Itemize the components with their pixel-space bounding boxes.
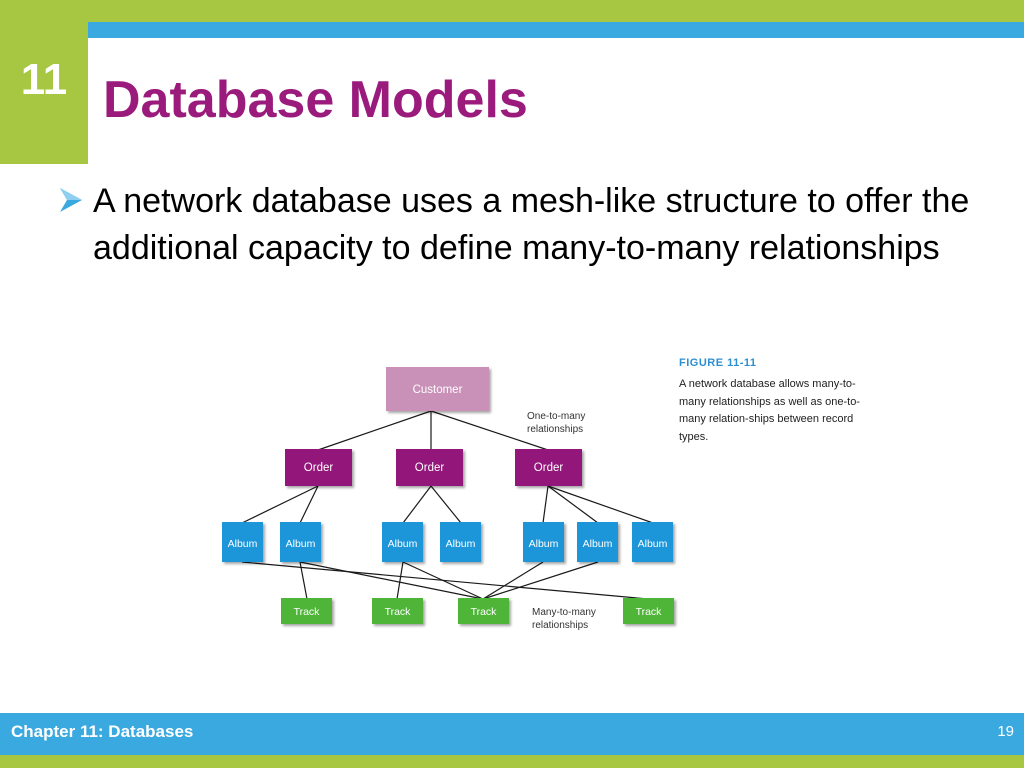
many-to-many-annotation: relationships — [532, 620, 588, 631]
bullet-arrow-icon — [60, 188, 82, 212]
one-to-many-annotation: One-to-many — [527, 411, 585, 422]
album-label: Album — [228, 538, 258, 550]
customer-label: Customer — [413, 384, 463, 396]
footer-bar — [0, 713, 1024, 755]
album-label: Album — [583, 538, 613, 550]
order-label: Order — [534, 462, 564, 474]
one-to-many-annotation: relationships — [527, 424, 583, 435]
many-to-many-annotation: Many-to-many — [532, 607, 596, 618]
order-label: Order — [304, 462, 334, 474]
connector-lines — [241, 410, 654, 600]
network-database-diagram: Customer Order Order Order Album Album A… — [222, 367, 674, 631]
album-nodes — [222, 522, 673, 562]
track-label: Track — [471, 606, 498, 618]
top-accent-bar — [0, 0, 1024, 22]
footer-accent-bar — [0, 755, 1024, 768]
order-nodes — [285, 449, 582, 486]
order-label: Order — [415, 462, 445, 474]
customer-node — [386, 367, 489, 411]
track-label: Track — [636, 606, 663, 618]
page-number: 19 — [997, 723, 1014, 740]
top-blue-stripe — [88, 22, 1024, 38]
footer-chapter: Chapter 11: Databases — [11, 722, 194, 741]
album-label: Album — [286, 538, 316, 550]
chapter-number: 11 — [20, 55, 68, 104]
slide-title: Database Models — [103, 71, 528, 129]
track-label: Track — [294, 606, 321, 618]
figure-label: FIGURE 11-11 — [679, 357, 757, 369]
bullet-text: A network database uses a mesh-like stru… — [93, 182, 970, 267]
album-label: Album — [388, 538, 418, 550]
figure-caption: A network database allows many-to-many r… — [679, 378, 860, 443]
album-label: Album — [529, 538, 559, 550]
chapter-tab — [0, 22, 88, 164]
track-label: Track — [385, 606, 412, 618]
album-label: Album — [446, 538, 476, 550]
track-nodes — [281, 598, 674, 624]
album-label: Album — [638, 538, 668, 550]
